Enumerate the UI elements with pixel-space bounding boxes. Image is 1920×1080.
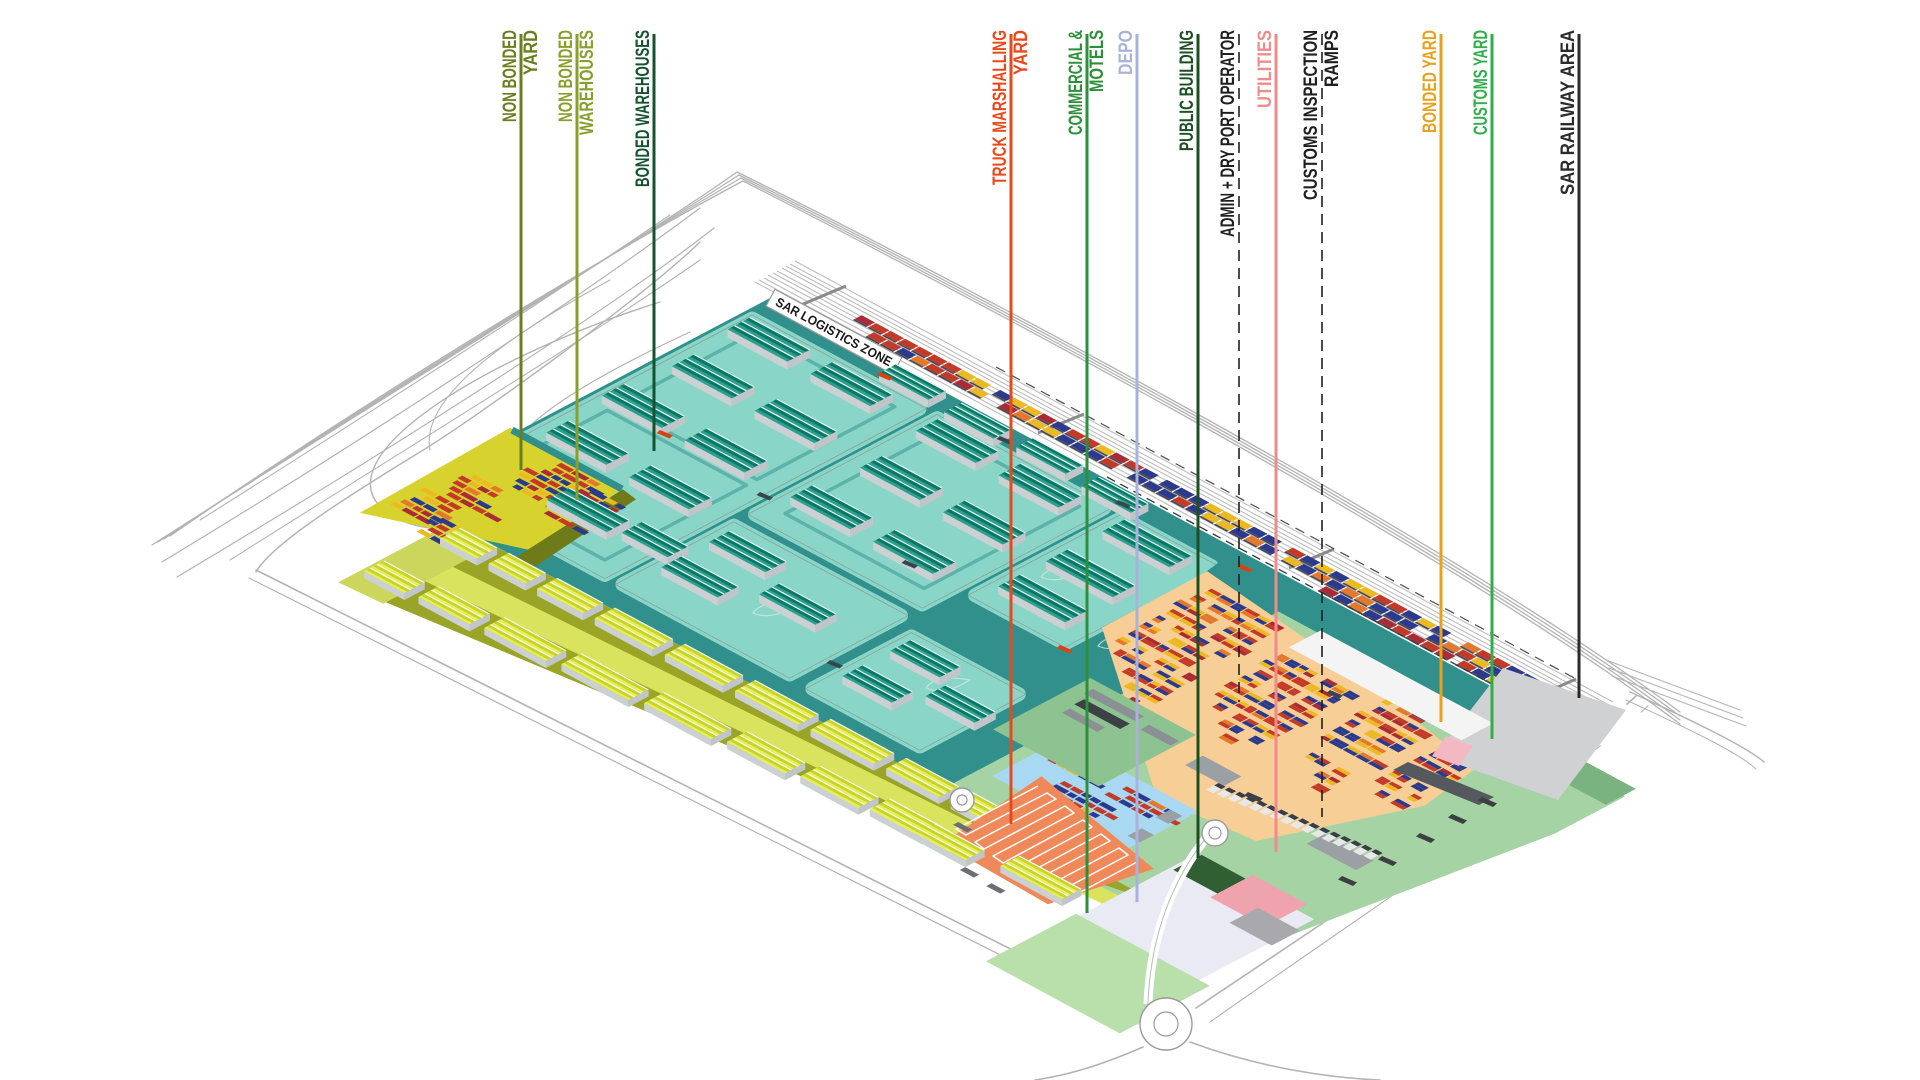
svg-text:CUSTOMS INSPECTION: CUSTOMS INSPECTION	[1301, 30, 1322, 200]
svg-text:YARD: YARD	[521, 30, 542, 75]
svg-text:YARD: YARD	[1011, 30, 1032, 75]
svg-text:MOTELS: MOTELS	[1087, 30, 1108, 92]
svg-text:BONDED WAREHOUSES: BONDED WAREHOUSES	[633, 30, 654, 187]
svg-text:SAR RAILWAY AREA: SAR RAILWAY AREA	[1558, 30, 1579, 195]
svg-text:NON BONDED: NON BONDED	[500, 30, 521, 122]
svg-text:RAMPS: RAMPS	[1322, 30, 1343, 87]
svg-text:CUSTOMS YARD: CUSTOMS YARD	[1471, 30, 1492, 135]
svg-text:UTILITIES: UTILITIES	[1255, 30, 1276, 108]
svg-text:TRUCK MARSHALLING: TRUCK MARSHALLING	[990, 30, 1011, 185]
svg-text:BONDED YARD: BONDED YARD	[1420, 30, 1441, 133]
svg-text:ADMIN + DRY PORT OPERATOR: ADMIN + DRY PORT OPERATOR	[1218, 30, 1239, 237]
svg-text:NON BONDED: NON BONDED	[556, 30, 577, 122]
svg-text:DEPO: DEPO	[1116, 30, 1137, 75]
svg-text:COMMERCIAL &: COMMERCIAL &	[1066, 30, 1087, 135]
svg-text:WAREHOUSES: WAREHOUSES	[577, 30, 598, 135]
svg-text:PUBLIC BUILDING: PUBLIC BUILDING	[1177, 30, 1198, 151]
